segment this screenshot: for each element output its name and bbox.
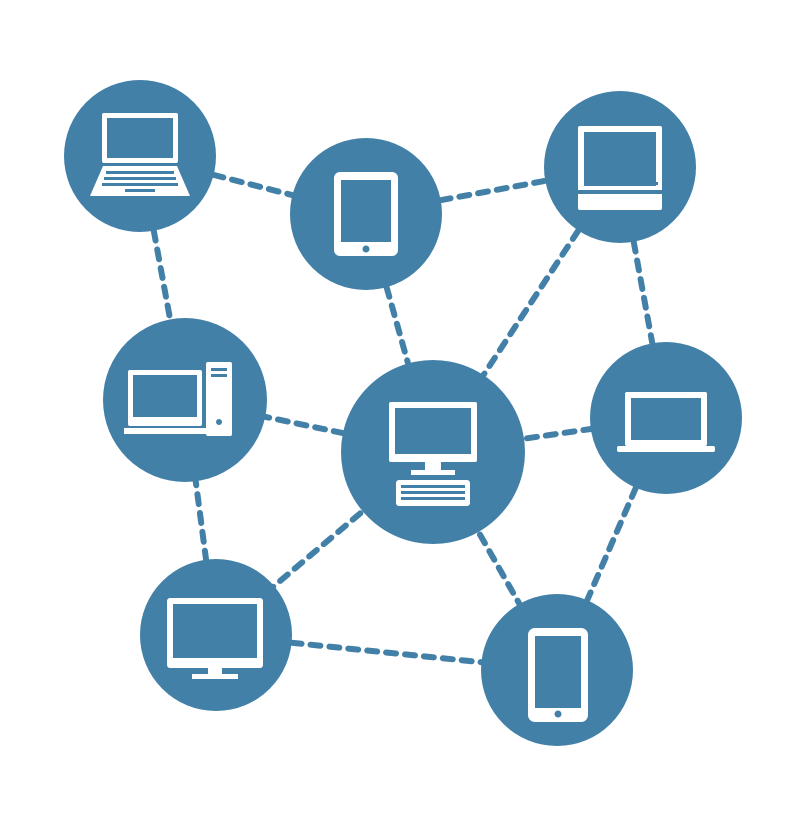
node-tablet [290, 138, 442, 290]
laptop-open-icon [617, 392, 715, 452]
node-all-in-one [544, 91, 696, 243]
monitor-icon [167, 598, 263, 679]
laptop-icon [90, 113, 190, 196]
tablet-icon [334, 172, 398, 256]
node-laptop-open [590, 342, 742, 494]
desktop-keyboard-icon [389, 402, 477, 506]
nodes-layer [64, 80, 742, 746]
node-smartphone [481, 594, 633, 746]
node-desktop-keyboard [341, 360, 525, 544]
desktop-tower-icon [124, 362, 232, 436]
smartphone-icon [528, 628, 588, 722]
node-laptop [64, 80, 216, 232]
all-in-one-computer-icon [578, 126, 662, 210]
node-monitor [140, 559, 292, 711]
node-desktop-tower [103, 318, 267, 482]
